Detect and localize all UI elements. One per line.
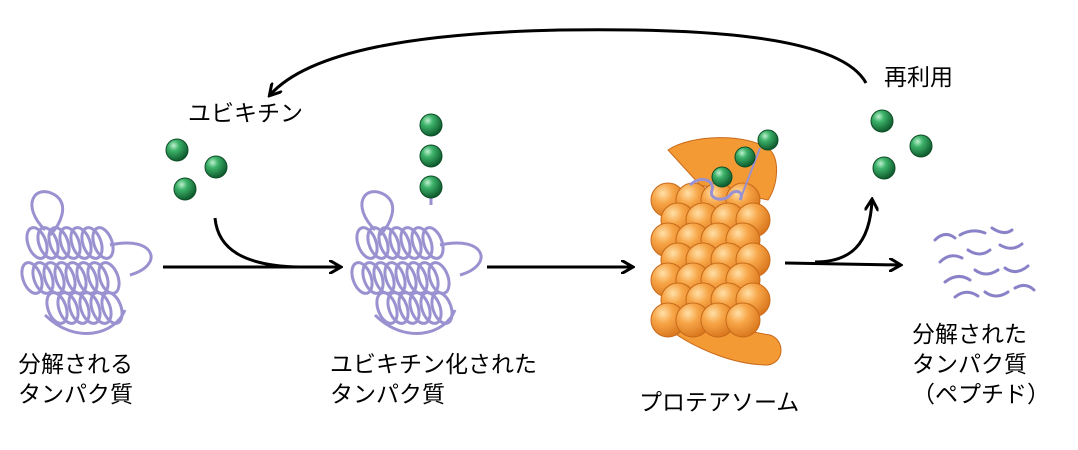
substrate-protein-label: 分解されるタンパク質 bbox=[18, 352, 133, 408]
proteasome-icon bbox=[650, 129, 782, 366]
ubiquitin-ball-icon bbox=[165, 138, 189, 162]
ubiquitin-ball-icon bbox=[419, 144, 443, 168]
recycled-ubiquitin-group bbox=[870, 109, 933, 180]
ubiquitin-chain bbox=[419, 113, 443, 205]
ubiquitin-ball-icon bbox=[419, 113, 443, 137]
ubiquitin-join-arrow bbox=[213, 217, 301, 269]
ubiquitin-ball-icon bbox=[734, 146, 756, 168]
ubiquitin-ball-icon bbox=[204, 155, 228, 179]
ubiquitin-ball-icon bbox=[870, 109, 894, 133]
degraded-protein-label: 分解されたタンパク質（ペプチド） bbox=[912, 322, 1050, 408]
ubiquitin-ball-icon bbox=[757, 129, 779, 151]
arrows bbox=[163, 28, 900, 269]
ubiquitin-label: ユビキチン bbox=[188, 101, 303, 127]
ubiquitin-ball-icon bbox=[173, 177, 197, 201]
reuse-label: 再利用 bbox=[884, 65, 953, 91]
arrow-to-recycle bbox=[814, 200, 872, 264]
recycle-loop-arrow bbox=[270, 28, 868, 95]
ubiquitin-ball-icon bbox=[711, 166, 733, 188]
free-ubiquitin-group bbox=[165, 138, 228, 201]
arrow-to-peptides bbox=[784, 263, 900, 265]
ubiquitin-ball-icon bbox=[909, 134, 933, 158]
ubiquitin-ball-icon bbox=[419, 175, 443, 199]
ubiquitin-ball-icon bbox=[872, 156, 896, 180]
proteasome-label: プロテアソーム bbox=[639, 390, 800, 416]
ubiquitinated-protein-icon bbox=[350, 190, 483, 335]
peptides-icon bbox=[933, 226, 1036, 299]
protein-icon bbox=[20, 190, 153, 335]
ubiquitinated-protein-label: ユビキチン化されたタンパク質 bbox=[330, 352, 537, 408]
